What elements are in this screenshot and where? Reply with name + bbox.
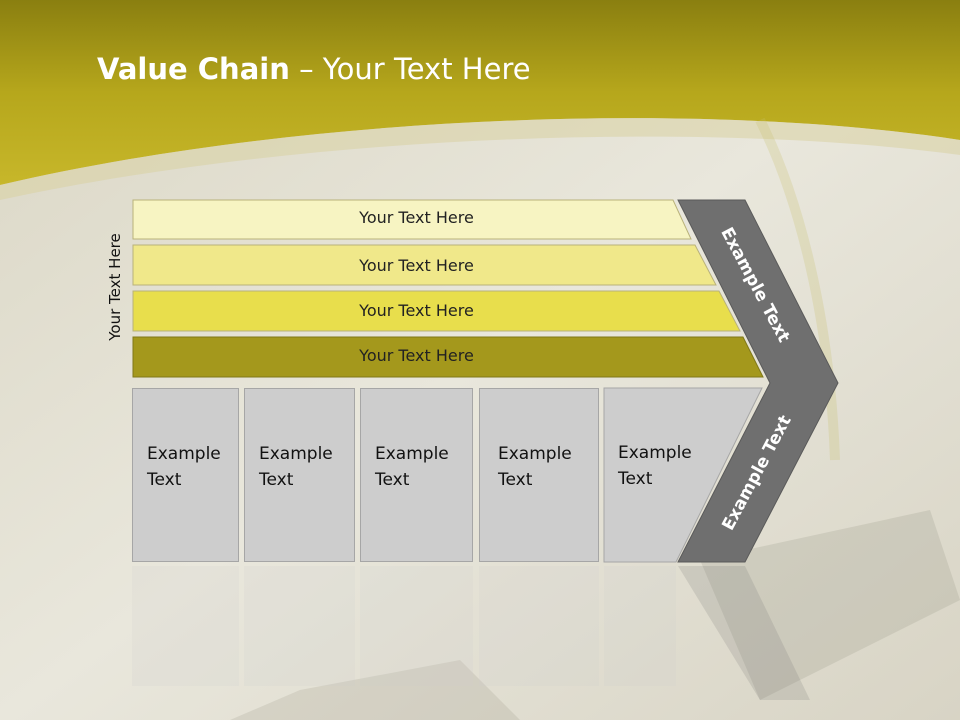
box-1-reflection — [132, 566, 239, 686]
title-rest: – Your Text Here — [289, 52, 531, 86]
bar-2-shape — [132, 244, 717, 286]
box-5-shape — [603, 387, 763, 563]
box-4-line2: Text — [498, 470, 533, 490]
box-1-line1: Example — [147, 444, 221, 464]
bar-3-label: Your Text Here — [359, 301, 474, 320]
box-3-reflection — [360, 566, 473, 686]
box-2-reflection — [244, 566, 355, 686]
bar-4-shape — [132, 336, 764, 378]
chevron-reflection — [678, 566, 810, 700]
box-5-reflection — [604, 566, 676, 686]
box-5-line1: Example — [618, 443, 692, 463]
box-4-line1: Example — [498, 444, 572, 464]
bar-1-shape — [132, 199, 692, 240]
box-4-reflection — [479, 566, 599, 686]
box-2-line2: Text — [259, 470, 294, 490]
bar-1-label: Your Text Here — [359, 208, 474, 227]
chevron-arrow — [677, 199, 839, 563]
box-3-line2: Text — [375, 470, 410, 490]
slide-title: Value Chain – Your Text Here — [97, 52, 531, 86]
box-1-line2: Text — [147, 470, 182, 490]
title-bold: Value Chain — [97, 52, 290, 86]
bar-3-shape — [132, 290, 741, 332]
bar-4-label: Your Text Here — [359, 346, 474, 365]
bar-2-label: Your Text Here — [359, 256, 474, 275]
box-3-line1: Example — [375, 444, 449, 464]
box-5-line2: Text — [618, 469, 653, 489]
box-2-line1: Example — [259, 444, 333, 464]
